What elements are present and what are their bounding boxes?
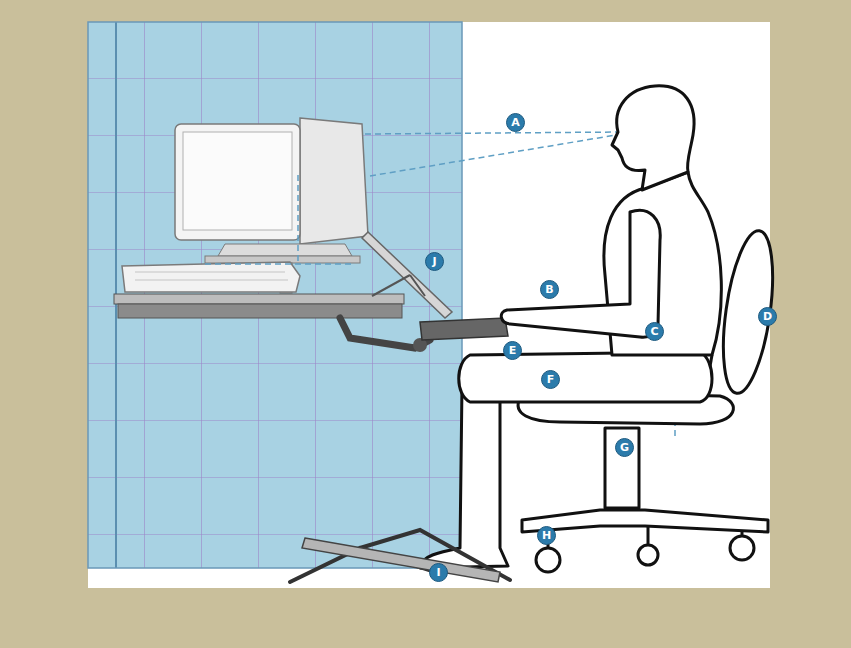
callout-letter: A	[506, 113, 525, 132]
callout-letter: G	[615, 438, 634, 457]
callout-letter: I	[429, 563, 448, 582]
callout-letter: C	[645, 322, 664, 341]
callout-letter: B	[540, 280, 559, 299]
callout-letter: D	[758, 307, 777, 326]
callout-letter: E	[503, 341, 522, 360]
callout-letter: J	[425, 252, 444, 271]
callout-letter: F	[541, 370, 560, 389]
callout-letter: H	[537, 526, 556, 545]
